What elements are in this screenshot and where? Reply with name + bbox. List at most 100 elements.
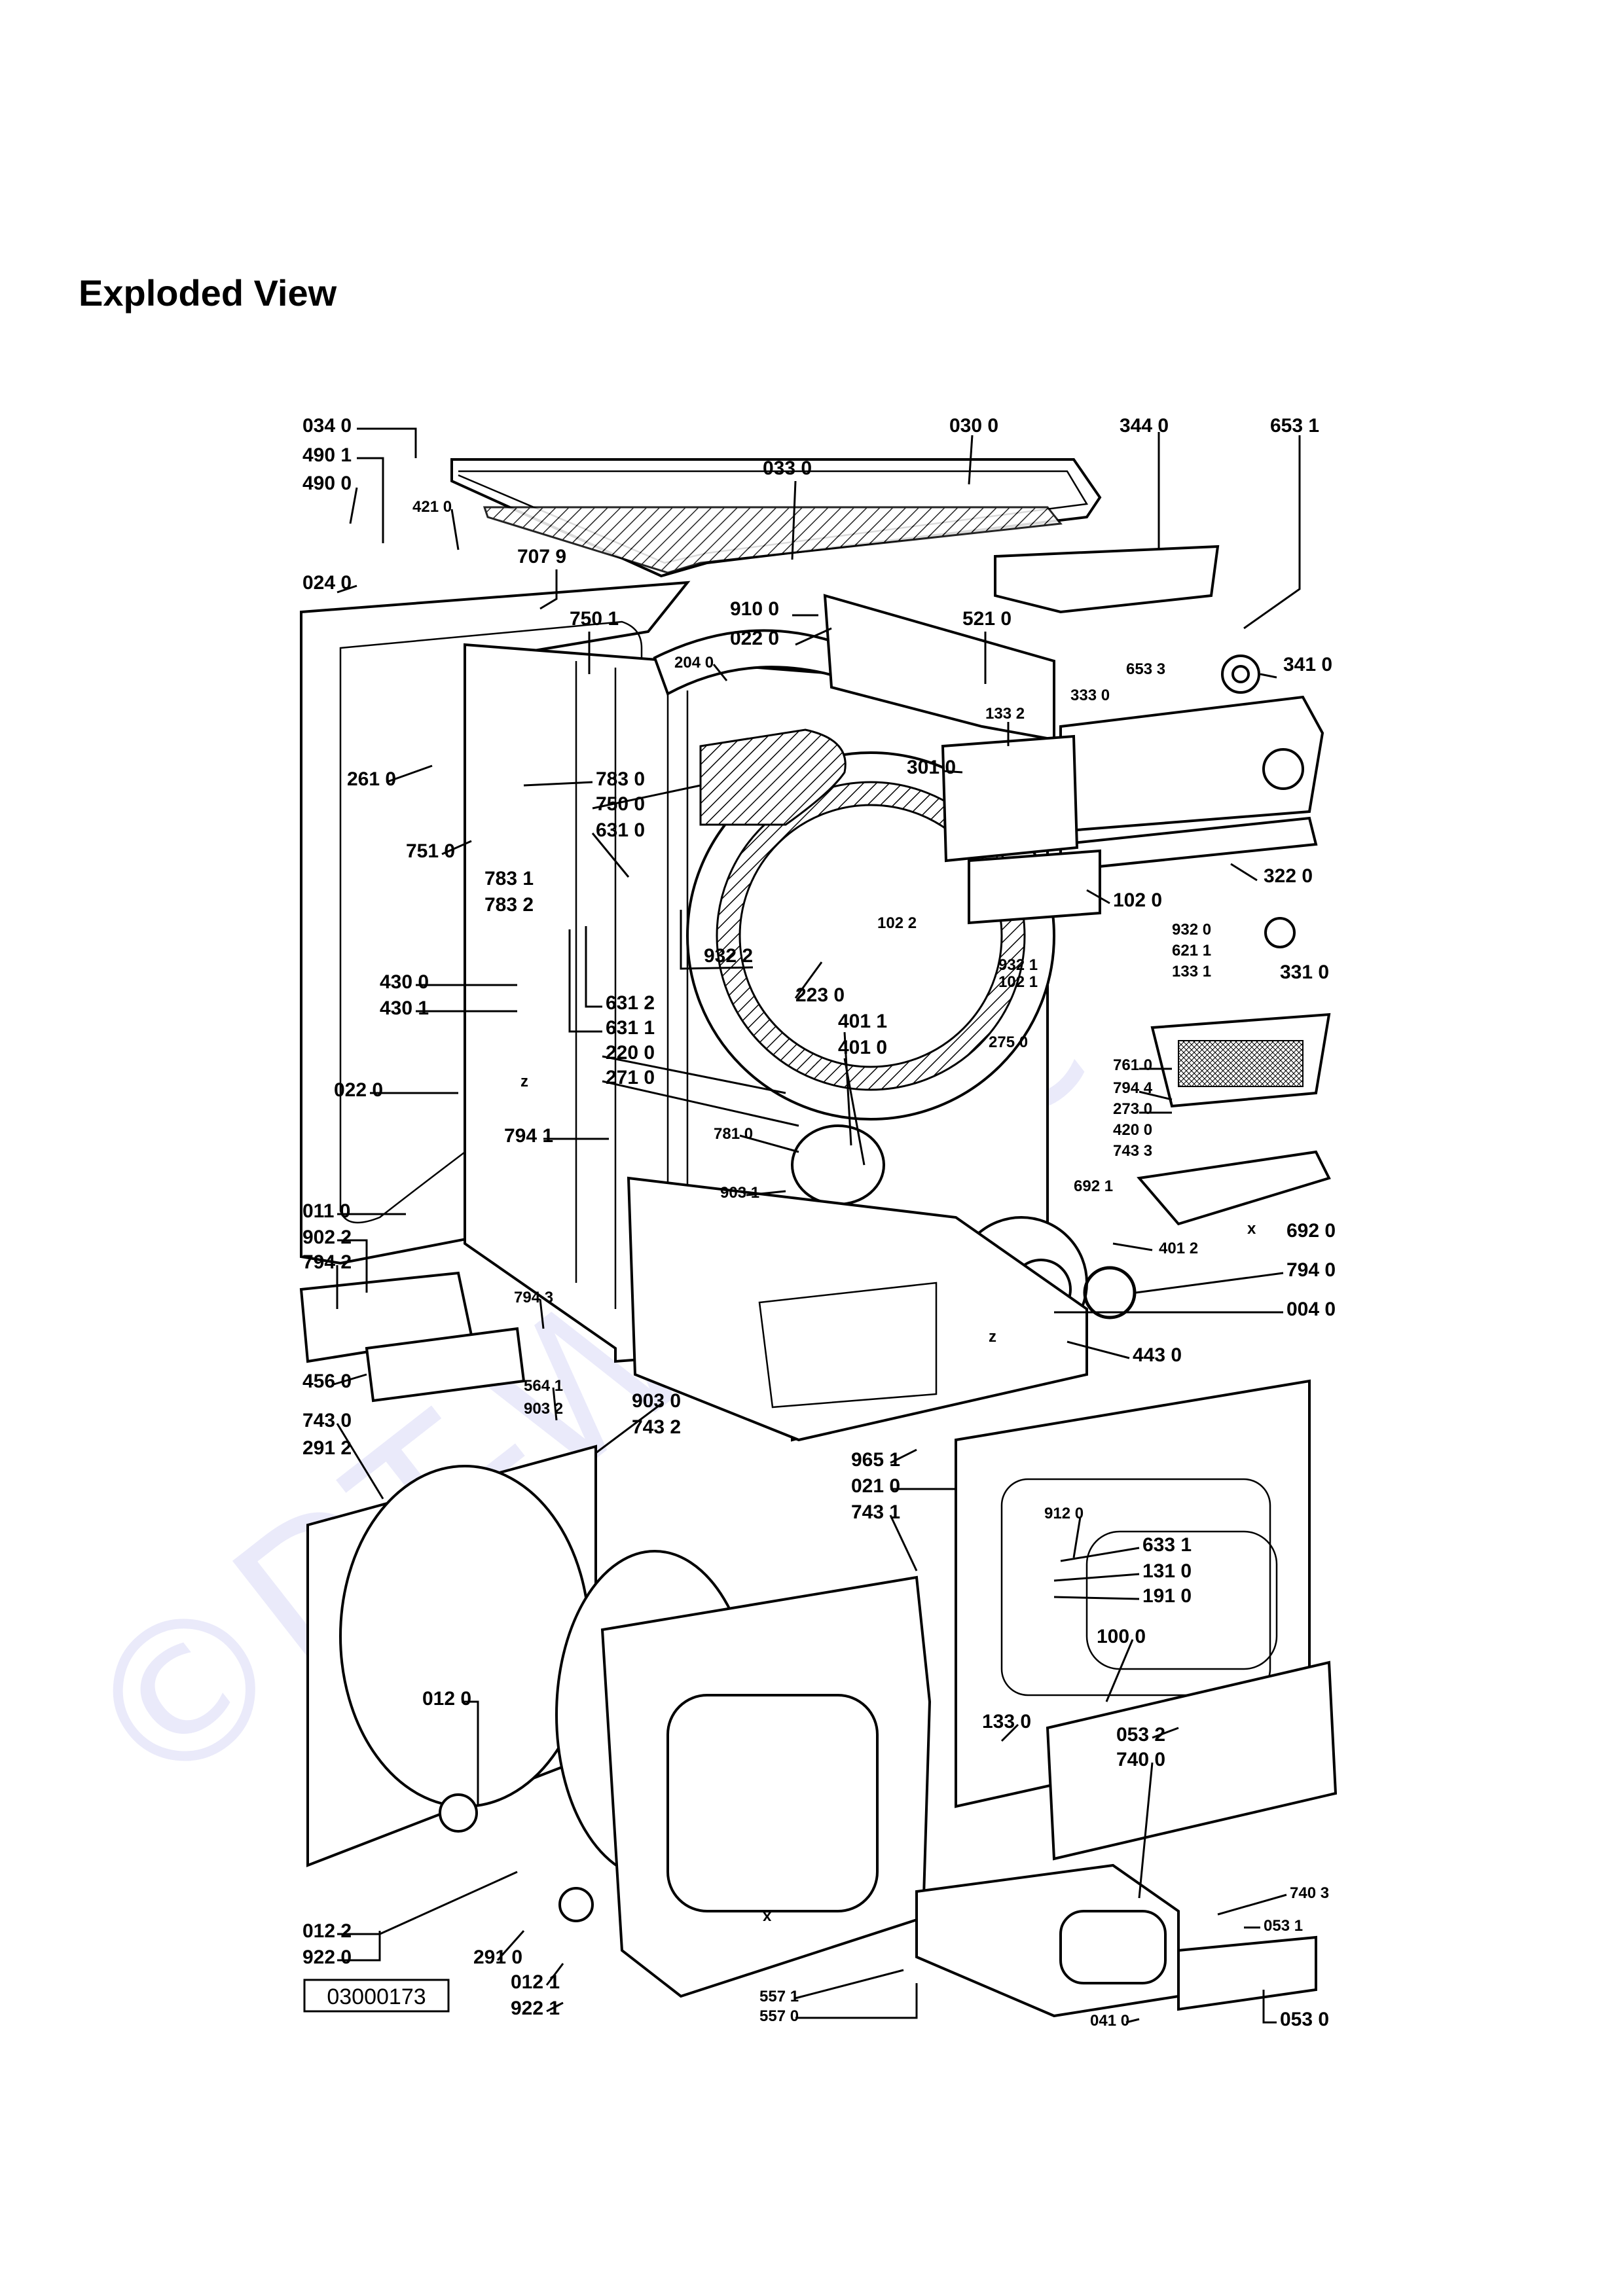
leader-line <box>333 1373 367 1386</box>
base-air-duct-part <box>627 1176 1088 1442</box>
part-number-label: 133 2 <box>985 705 1025 723</box>
bearing-part <box>439 1793 478 1833</box>
part-number-label: 204 0 <box>674 654 714 672</box>
door-part <box>1046 1660 1338 1861</box>
leader-line <box>1260 673 1277 679</box>
part-number-label: 004 0 <box>1286 1299 1336 1320</box>
leader-line <box>1053 1573 1140 1582</box>
part-number-label: 783 2 <box>484 894 534 916</box>
part-number-label: x <box>1247 1220 1256 1238</box>
part-number-label: 275 0 <box>989 1033 1028 1051</box>
part-number-label: 521 0 <box>962 608 1012 630</box>
leader-line <box>1053 1596 1140 1600</box>
leader-line <box>357 457 384 543</box>
part-number-label: 633 1 <box>1142 1534 1192 1556</box>
part-number-label: 490 1 <box>302 444 352 466</box>
knob-cap <box>1231 665 1250 683</box>
leader-line <box>1125 2018 1140 2024</box>
part-number-label: 631 1 <box>606 1017 655 1039</box>
part-number-label: 692 0 <box>1286 1220 1336 1242</box>
leader-line <box>1230 863 1258 882</box>
leader-line <box>1262 1990 1277 2024</box>
leader-line <box>539 569 558 610</box>
part-number-label: 021 0 <box>851 1475 900 1497</box>
leader-line <box>1139 1090 1173 1101</box>
kick-plate-part <box>1177 1935 1317 2011</box>
part-number-label: 220 0 <box>606 1042 655 1064</box>
leader-line <box>462 1700 479 1806</box>
leader-line <box>1112 1242 1153 1251</box>
part-number-label: 291 0 <box>473 1946 522 1968</box>
part-number-label: 564 1 <box>524 1377 563 1395</box>
leader-line <box>552 1387 558 1421</box>
part-number-label: 271 0 <box>606 1067 655 1088</box>
part-number-label: 794 0 <box>1286 1259 1336 1281</box>
part-number-label: 430 1 <box>380 997 429 1019</box>
leader-line <box>1067 1340 1130 1359</box>
part-number-label: 932 0 <box>1172 921 1211 939</box>
top-gasket-part <box>483 506 1063 574</box>
part-number-label: 912 0 <box>1044 1505 1084 1522</box>
part-number-label: 420 0 <box>1113 1121 1152 1139</box>
part-number-label: 761 0 <box>1113 1056 1152 1074</box>
part-number-label: 443 0 <box>1133 1344 1182 1366</box>
part-number-label: 034 0 <box>302 415 352 437</box>
part-number-label: 261 0 <box>347 768 396 790</box>
filter-housing-part <box>1137 1150 1331 1226</box>
roller-part <box>558 1887 594 1922</box>
leader-line <box>450 509 460 550</box>
part-number-label: 041 0 <box>1090 2012 1129 2030</box>
part-number-label: 794 3 <box>514 1289 553 1306</box>
part-number-label: 456 0 <box>302 1371 352 1392</box>
part-number-label: 401 0 <box>838 1037 887 1058</box>
leader-lines <box>333 427 1301 2024</box>
leader-line <box>795 1983 918 2019</box>
part-number-label: 102 2 <box>877 914 917 932</box>
button-part <box>1264 917 1296 948</box>
leader-line <box>1000 1723 1019 1742</box>
leader-line <box>336 1423 384 1499</box>
part-number-label: 631 2 <box>606 992 655 1014</box>
drawing-number-box <box>303 1979 450 2013</box>
part-number-label: 053 0 <box>1280 2009 1329 2030</box>
leader-line <box>795 627 832 646</box>
motor-part <box>791 1124 885 1206</box>
leader-line <box>746 1190 786 1196</box>
leader-line <box>585 926 602 1008</box>
leader-line <box>889 1515 918 1571</box>
part-number-label: 781 0 <box>714 1125 753 1143</box>
front-panel-recess <box>1000 1478 1271 1696</box>
part-number-label: 322 0 <box>1264 865 1313 887</box>
leader-line <box>791 480 797 560</box>
leader-line <box>843 1058 866 1166</box>
lint-filter-mesh <box>1178 1040 1304 1087</box>
part-number-label: 751 0 <box>406 840 455 862</box>
part-number-label: z <box>989 1328 996 1346</box>
part-number-label: 653 1 <box>1270 415 1319 437</box>
heater-part <box>365 1327 526 1403</box>
leader-line <box>349 487 358 524</box>
part-number-label: 903 1 <box>720 1184 759 1202</box>
part-number-label: 191 0 <box>1142 1585 1192 1607</box>
leader-line <box>739 1134 799 1153</box>
part-number-label: 030 0 <box>949 415 998 437</box>
part-number-label: 783 0 <box>596 768 645 790</box>
part-number-label: z <box>520 1073 528 1090</box>
part-number-label: 932 2 <box>704 945 753 967</box>
part-number-label: 783 1 <box>484 868 534 889</box>
part-number-label: 421 0 <box>412 498 452 516</box>
part-number-label: 557 1 <box>759 1988 799 2005</box>
part-number-label: 024 0 <box>302 572 352 594</box>
part-number-label: 401 2 <box>1159 1240 1198 1257</box>
display-board-part <box>968 849 1101 925</box>
leader-line <box>968 435 974 485</box>
part-number-label: 903 0 <box>632 1390 681 1412</box>
part-number-label: 794 2 <box>302 1251 352 1273</box>
part-number-label: 653 3 <box>1126 660 1165 678</box>
leader-line <box>942 770 963 774</box>
leader-line <box>602 1080 799 1127</box>
part-number-label: 794 1 <box>504 1125 553 1147</box>
leader-line <box>337 1871 518 1935</box>
leader-line <box>592 784 701 810</box>
